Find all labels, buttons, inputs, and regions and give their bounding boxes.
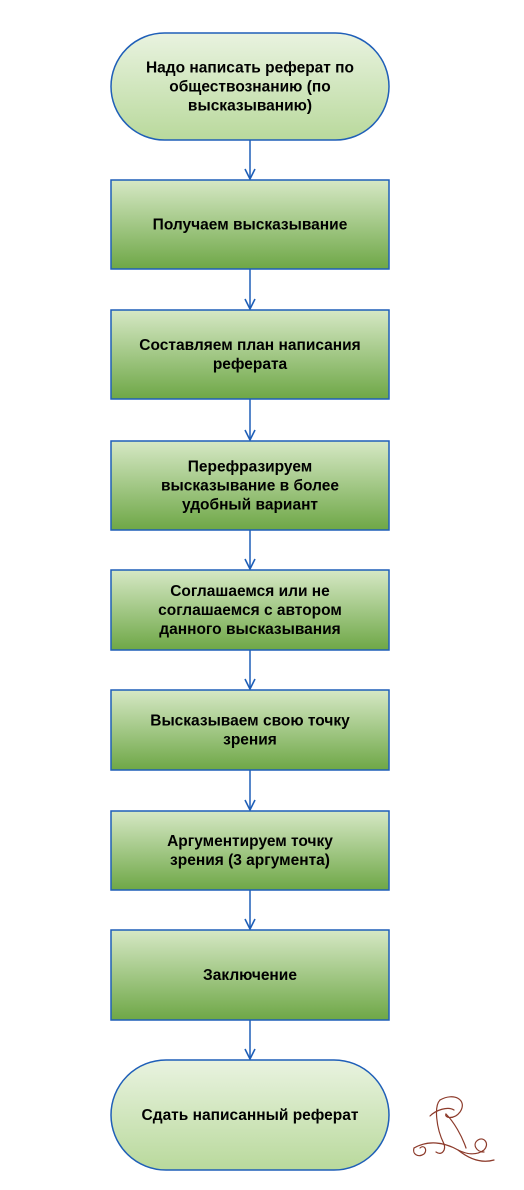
- node-label-line: зрения (3 аргумента): [170, 852, 330, 869]
- connectors: [244, 140, 256, 1061]
- terminal-shape: [110, 32, 390, 141]
- arrow-down-icon: [244, 1048, 256, 1061]
- node-label-line: соглашаемся с автором: [158, 602, 342, 619]
- process-shape: [110, 440, 390, 531]
- node-label-line: реферата: [213, 356, 288, 373]
- node-label-line: Сдать написанный реферат: [142, 1107, 359, 1124]
- flow-node-9: Сдать написанный реферат: [110, 1059, 390, 1171]
- flow-node-4: Перефразируем высказывание в более удобный…: [110, 440, 390, 531]
- arrow-down-icon: [244, 298, 256, 311]
- node-label-line: обществознанию (по: [169, 79, 330, 96]
- node-label-line: зрения: [223, 732, 277, 749]
- arrow-down-icon: [244, 168, 256, 181]
- node-label-line: высказыванию): [188, 98, 312, 115]
- process-shape: [110, 929, 390, 1021]
- process-shape: [110, 309, 390, 400]
- calligraphic-signature-icon: [413, 1096, 495, 1162]
- arrow-down-icon: [244, 678, 256, 691]
- flow-node-7: Аргументируем точку зрения (3 аргумента): [110, 810, 390, 891]
- nodes: Надо написать реферат по обществознанию (…: [110, 32, 390, 1171]
- arrow-down-icon: [244, 918, 256, 931]
- process-shape: [110, 810, 390, 891]
- node-label-line: Перефразируем: [188, 459, 312, 476]
- node-label-line: Соглашаемся или не: [170, 583, 330, 600]
- terminal-shape: [110, 1059, 390, 1171]
- process-shape: [110, 689, 390, 771]
- flow-node-1: Надо написать реферат по обществознанию (…: [110, 32, 390, 141]
- flow-node-6: Высказываем свою точку зрения: [110, 689, 390, 771]
- flow-node-8: Заключение: [110, 929, 390, 1021]
- node-label-line: Надо написать реферат по: [146, 60, 354, 77]
- node-label-line: данного высказывания: [159, 621, 340, 638]
- arrow-down-icon: [244, 799, 256, 812]
- node-label-line: Аргументируем точку: [167, 833, 333, 850]
- process-shape: [110, 179, 390, 270]
- node-label-line: высказывание в более: [161, 478, 339, 495]
- node-label-line: удобный вариант: [182, 497, 318, 514]
- node-label-line: Высказываем свою точку: [150, 713, 350, 730]
- process-shape: [110, 569, 390, 651]
- arrow-down-icon: [244, 558, 256, 571]
- arrow-down-icon: [244, 429, 256, 442]
- node-label-line: Получаем высказывание: [153, 217, 348, 234]
- flow-node-3: Составляем план написания реферата: [110, 309, 390, 400]
- flow-node-2: Получаем высказывание: [110, 179, 390, 270]
- flow-node-5: Соглашаемся или не соглашаемся с автором д…: [110, 569, 390, 651]
- node-label-line: Заключение: [203, 967, 297, 984]
- node-label-line: Составляем план написания: [139, 337, 360, 354]
